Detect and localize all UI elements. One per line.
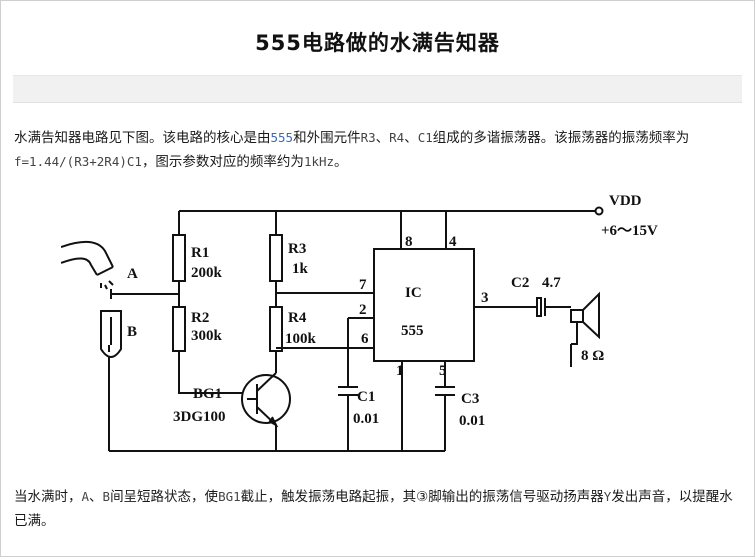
outro-text: 当水满时， [14, 489, 82, 505]
circuit-diagram: VDD +6～15V R1 200k R2 300k R3 1k R4 100k… [61, 193, 658, 452]
r4-name: R4 [288, 310, 307, 326]
bg1-model: 3DG100 [173, 409, 226, 425]
page-title: 555电路做的水满告知器 [255, 31, 500, 55]
inline-code: R3 [360, 130, 376, 145]
intro-text: 组成的多谐振荡器。该振荡器的振荡频率为 [432, 130, 690, 146]
outro-text: 、 [89, 489, 103, 505]
pin-4: 4 [449, 234, 457, 250]
outro-text: 发出声音，以提醒水已满。 [14, 489, 733, 529]
r1-name: R1 [191, 245, 209, 261]
ic-label: IC [405, 285, 422, 301]
intro-text: 。 [334, 154, 348, 170]
pin-2: 2 [359, 302, 367, 318]
speaker-value: 8 Ω [581, 348, 604, 364]
outro-text: 截止，触发振荡电路起振，其③脚输出的振荡信号驱动扬声器 [240, 489, 604, 505]
pin-6: 6 [361, 331, 369, 347]
inline-code: f=1.44/(R3+2R4)C1 [14, 154, 142, 169]
c1-name: C1 [357, 389, 375, 405]
intro-text: 水满告知器电路见下图。该电路的核心是由 [14, 130, 271, 146]
title-divider-bar [13, 75, 742, 103]
ic-model: 555 [401, 323, 424, 339]
pin-7: 7 [359, 277, 367, 293]
r4-value: 100k [285, 331, 317, 347]
pin-8: 8 [405, 234, 413, 250]
probe-a-label: A [127, 266, 138, 282]
vdd-range: +6～15V [601, 223, 658, 239]
pin-3: 3 [481, 290, 489, 306]
r2-name: R2 [191, 310, 209, 326]
intro-text: 、 [375, 130, 390, 146]
inline-code: 555 [270, 130, 294, 145]
intro-text: ，图示参数对应的频率约为 [141, 154, 304, 170]
r1-value: 200k [191, 265, 223, 281]
inline-code: B [102, 489, 111, 504]
r3-name: R3 [288, 241, 306, 257]
bg1-name: BG1 [193, 386, 222, 402]
outro-paragraph: 当水满时，A、B间呈短路状态，使BG1截止，触发振荡电路起振，其③脚输出的振荡信… [14, 485, 744, 533]
vdd-label: VDD [609, 193, 642, 209]
c3-value: 0.01 [459, 413, 485, 429]
inline-code: A [81, 489, 90, 504]
inline-code: C1 [417, 130, 433, 145]
intro-paragraph: 水满告知器电路见下图。该电路的核心是由555和外围元件R3、R4、C1组成的多谐… [14, 126, 744, 174]
probe-b-label: B [127, 324, 137, 340]
outro-text: 间呈短路状态，使 [110, 489, 219, 505]
intro-text: 、 [404, 130, 418, 146]
c1-value: 0.01 [353, 411, 379, 427]
r3-value: 1k [292, 261, 309, 277]
c2-value: 4.7 [542, 275, 561, 291]
c2-name: C2 [511, 275, 529, 291]
inline-code: 1kHz [303, 154, 335, 169]
inline-code: Y [603, 489, 612, 504]
pin-5: 5 [439, 363, 447, 379]
inline-code: R4 [389, 130, 405, 145]
r2-value: 300k [191, 328, 223, 344]
inline-code: BG1 [218, 489, 241, 504]
c3-name: C3 [461, 391, 479, 407]
intro-text: 和外围元件 [293, 130, 361, 146]
pin-1: 1 [396, 363, 404, 379]
